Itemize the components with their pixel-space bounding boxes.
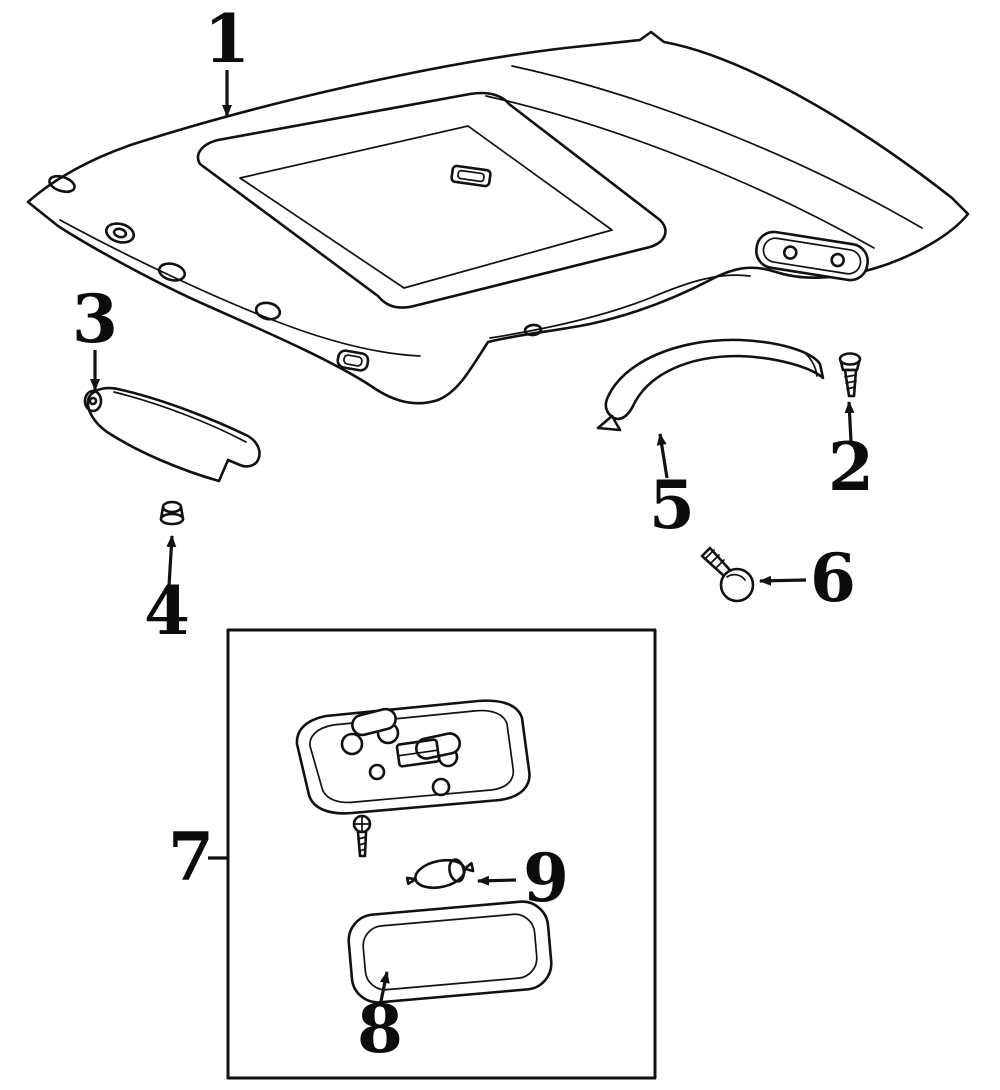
- callout-6-label: 6: [810, 539, 856, 617]
- dome-lamp-box-drawing: [226, 628, 657, 1080]
- lamp-lens-drawing: [347, 900, 553, 1004]
- lamp-bulb-drawing: [405, 858, 475, 890]
- callout-9-arrow: [477, 875, 517, 886]
- callout-4-arrow: [166, 535, 177, 587]
- callout-2-arrow: [844, 401, 855, 443]
- callout-1-label: 1: [204, 0, 250, 78]
- callout-6-arrow: [759, 575, 807, 586]
- callout-9-label: 9: [523, 839, 569, 917]
- callout-labels: 1 3 4 5 2 6 7 9 8: [72, 0, 874, 1068]
- callout-3-label: 3: [72, 280, 118, 358]
- callout-2-label: 2: [828, 428, 874, 506]
- thumb-screw-drawing: [700, 546, 755, 603]
- visor-retainer-nut-drawing: [159, 500, 185, 526]
- callout-5-label: 5: [649, 466, 695, 544]
- sun-visor-drawing: [83, 386, 261, 483]
- callout-4-label: 4: [144, 572, 190, 650]
- headliner-panel-drawing: [26, 30, 970, 405]
- retainer-clip-drawing: [838, 352, 862, 398]
- callout-5-arrow: [656, 433, 669, 479]
- callout-8-arrow: [378, 971, 390, 1007]
- callout-8-label: 8: [357, 990, 403, 1068]
- callout-7-label: 7: [168, 818, 214, 896]
- assist-grip-drawing: [596, 338, 825, 432]
- callout-arrows: [90, 70, 855, 1007]
